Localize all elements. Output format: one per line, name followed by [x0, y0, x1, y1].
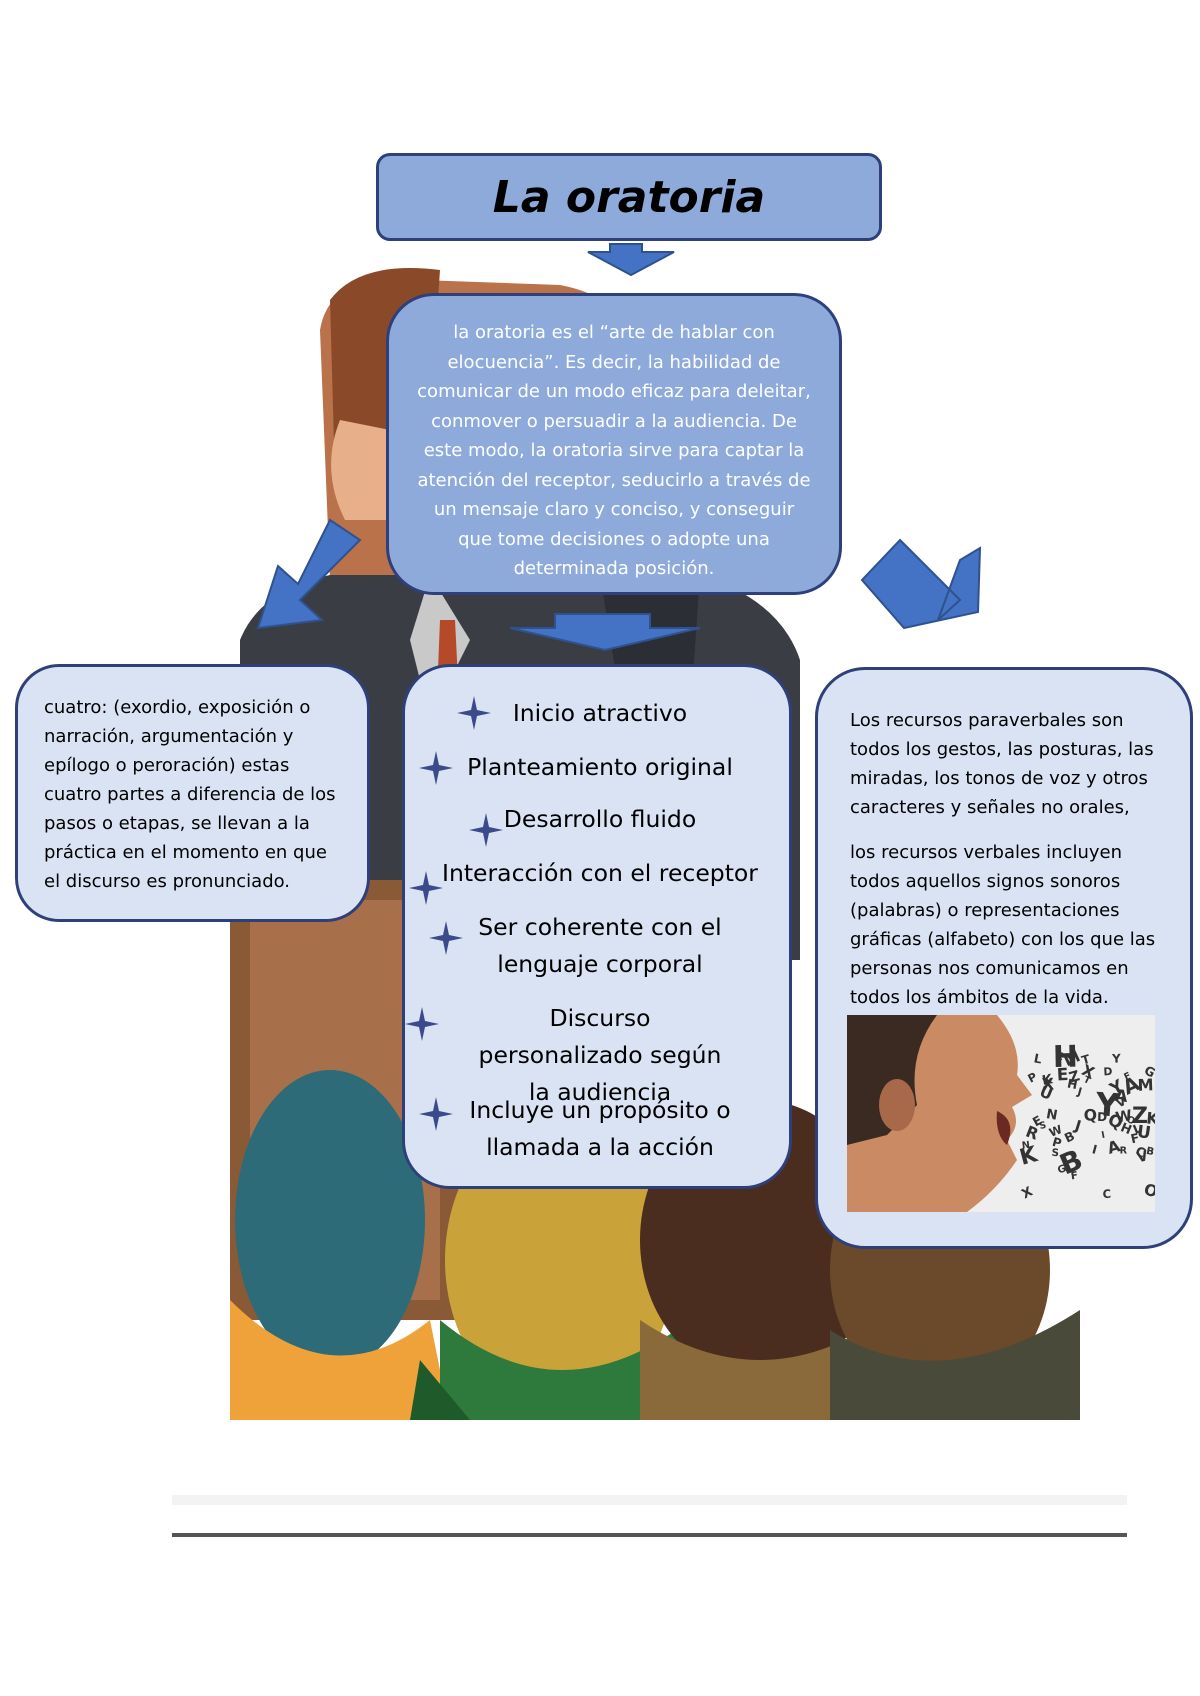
page-title: La oratoria [492, 171, 766, 223]
photo-letter: N [1045, 1107, 1059, 1124]
photo-letter: D [1103, 1065, 1113, 1078]
photo-letter: M [1061, 1046, 1083, 1070]
photo-letter: F [1129, 1131, 1140, 1147]
photo-letter: S [1051, 1147, 1059, 1159]
characteristic-item: Discurso personalizado según la audienci… [478, 1004, 722, 1106]
characteristic-item: Ser coherente con el lenguaje corporal [478, 913, 722, 978]
photo-letter: K [1145, 1108, 1155, 1128]
photo-letter: C [1102, 1187, 1111, 1202]
star-bullet-icon [419, 751, 453, 785]
title-box: La oratoria [376, 153, 882, 241]
star-bullet-icon [429, 921, 463, 955]
photo-letter: G [1056, 1163, 1068, 1176]
photo-letter: V [1135, 1148, 1150, 1166]
photo-letter: Z [1067, 1068, 1081, 1086]
photo-letter: Y [1111, 1051, 1121, 1065]
photo-letter: O [1142, 1180, 1155, 1202]
star-bullet-icon [469, 813, 503, 847]
characteristic-item: Planteamiento original [467, 753, 733, 781]
parts-box: cuatro: (exordio, exposición o narración… [15, 664, 370, 922]
photo-letter: W [1047, 1122, 1064, 1140]
definition-box: la oratoria es el “arte de hablar con el… [386, 293, 842, 595]
characteristic-item: Inicio atractivo [512, 699, 688, 727]
photo-letter: N [1021, 1140, 1030, 1152]
photo-letter: F [1070, 1170, 1079, 1183]
photo-letter: T [1082, 1074, 1093, 1087]
photo-letter: R [1120, 1146, 1128, 1157]
photo-letter: F [1122, 1070, 1132, 1083]
characteristic-item: Incluye un propósito o llamada a la acci… [469, 1096, 731, 1161]
paraverbal-text: Los recursos paraverbales son todos los … [850, 710, 1154, 818]
photo-letter: Z [1132, 1104, 1148, 1129]
characteristic-item: Desarrollo fluido [503, 805, 697, 833]
photo-letter: K [1017, 1142, 1041, 1171]
photo-letter: H [1066, 1076, 1079, 1092]
photo-letter: U [1136, 1121, 1152, 1143]
star-bullet-icon [405, 1007, 439, 1041]
footer-divider [172, 1533, 1127, 1537]
photo-letter: P [1051, 1135, 1064, 1151]
photo-letter: T [1080, 1052, 1092, 1068]
photo-letter: Q [1083, 1105, 1097, 1125]
photo-letter: S [1038, 1120, 1047, 1132]
photo-letter: A [1114, 1086, 1129, 1106]
photo-letter: M [1137, 1075, 1154, 1095]
star-bullet-icon [457, 696, 491, 730]
photo-letter: X [1041, 1074, 1055, 1094]
characteristic-item: Interacción con el receptor [442, 859, 758, 887]
photo-letter: I [1101, 1130, 1106, 1141]
star-bullet-icon [419, 1097, 453, 1131]
photo-letter: W [1114, 1106, 1133, 1127]
photo-letter: A [1105, 1136, 1123, 1158]
photo-letter: L [1033, 1051, 1044, 1066]
photo-letter: K [1041, 1072, 1055, 1089]
photo-letter: D [1097, 1110, 1107, 1124]
photo-letter: E [1056, 1064, 1069, 1085]
star-bullet-icon [409, 871, 443, 905]
photo-letter: B [1145, 1146, 1155, 1158]
verbal-text: los recursos verbales incluyen todos aqu… [850, 842, 1156, 1008]
photo-letter: J [1075, 1085, 1083, 1099]
photo-letter: Z [1054, 1051, 1064, 1063]
photo-letter: I [1091, 1142, 1099, 1157]
photo-letter: Y [1093, 1085, 1121, 1125]
photo-letter: H [1053, 1040, 1079, 1075]
photo-letter: J [1072, 1117, 1083, 1135]
characteristics-box: Inicio atractivo Planteamiento original … [402, 664, 792, 1189]
